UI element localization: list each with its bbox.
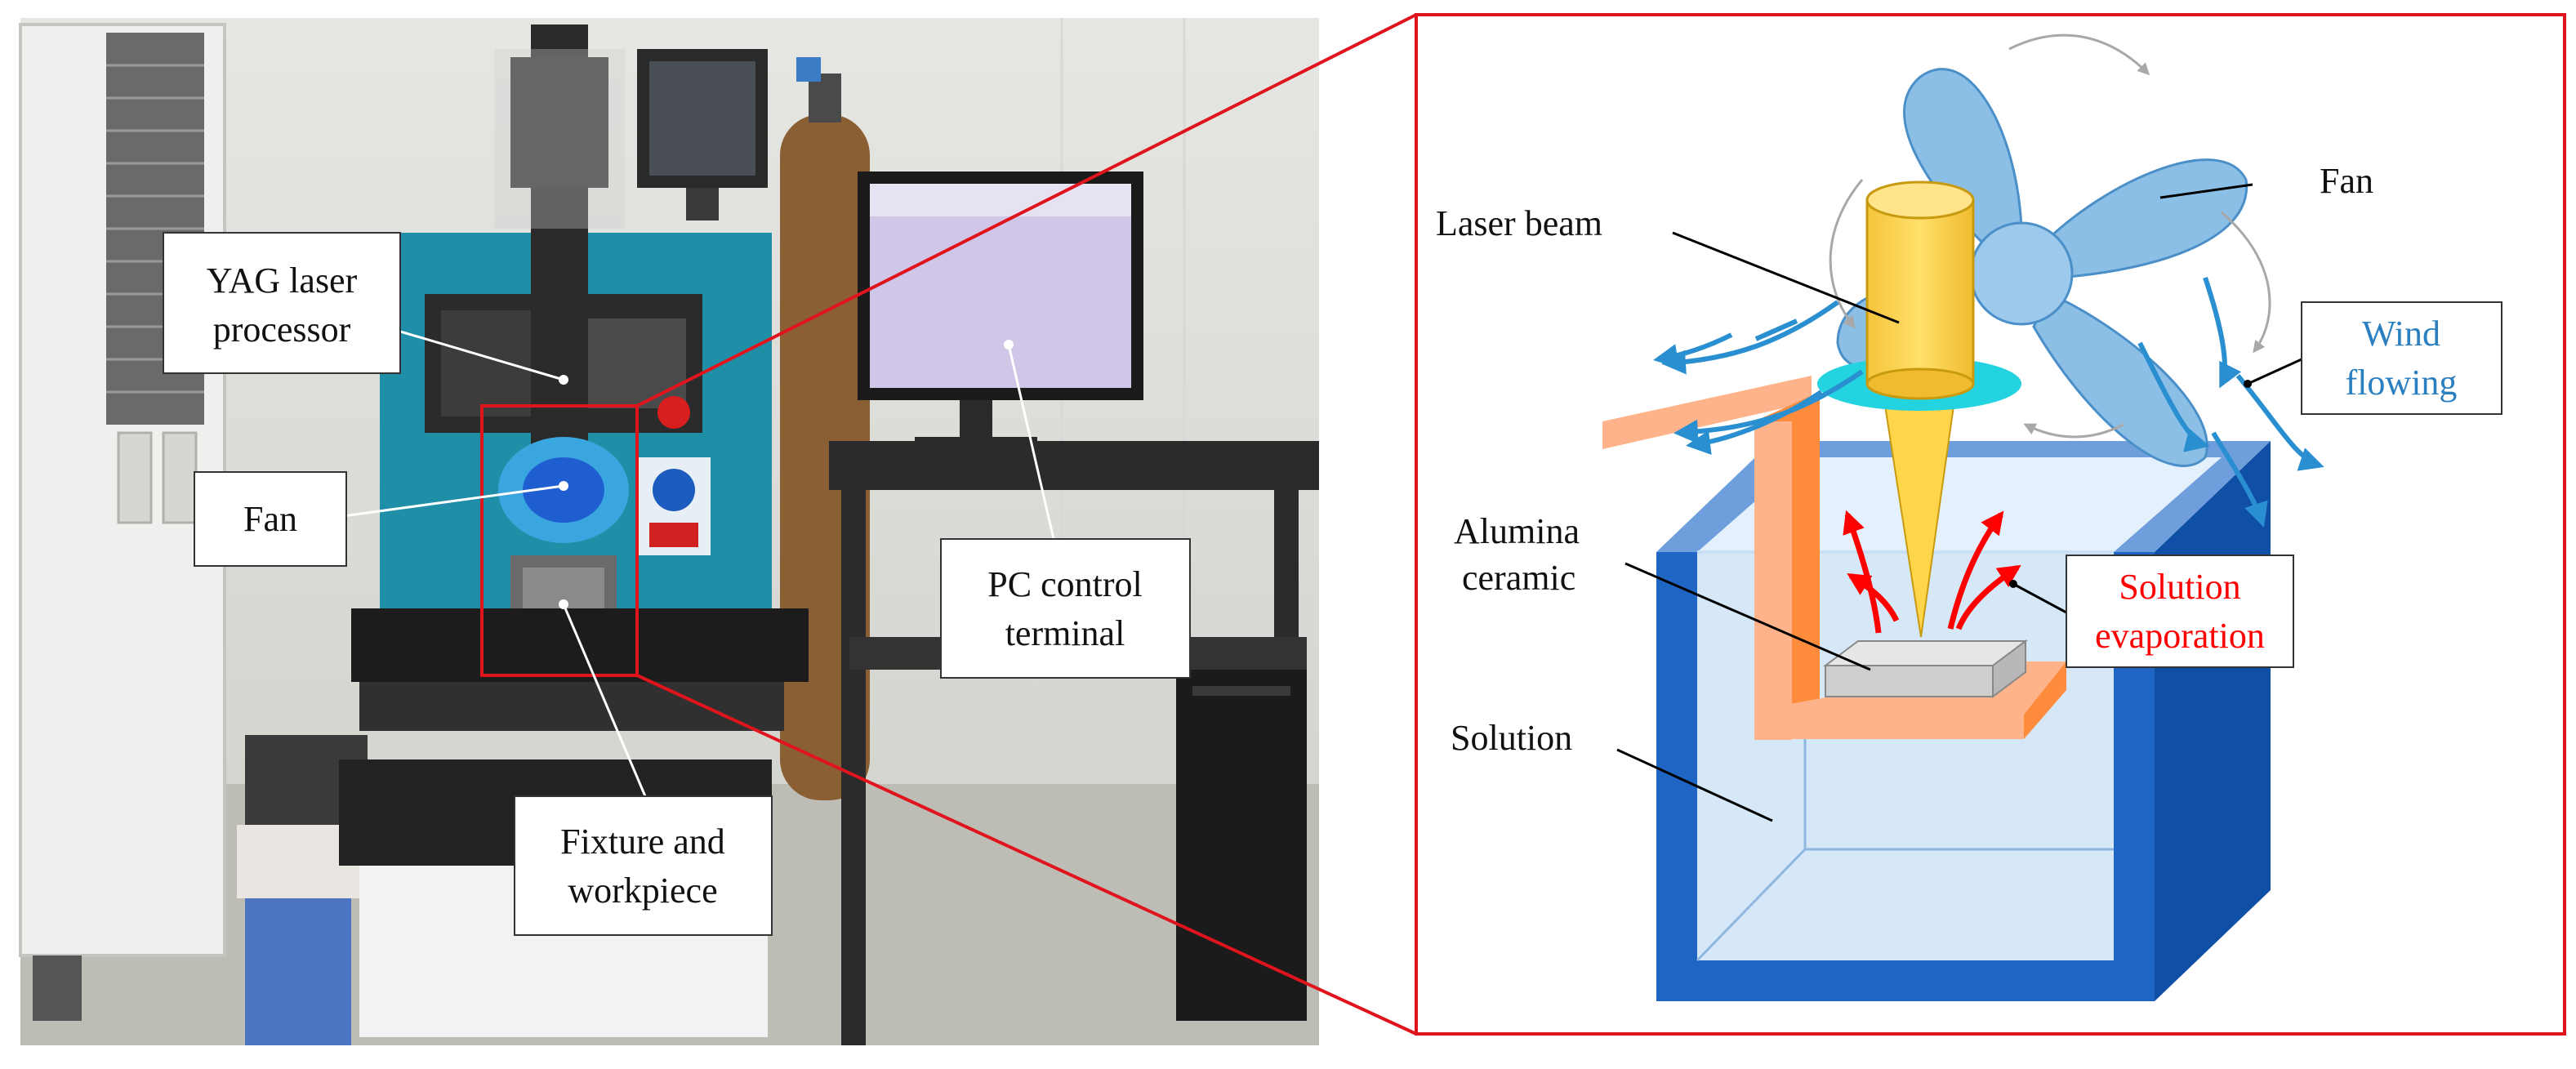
laser-beam: [1817, 180, 2021, 638]
label-solution: Solution: [1451, 718, 1572, 758]
svg-text:Fan: Fan: [243, 499, 297, 539]
lab-photo: YAG laser processor Fan PC control termi…: [19, 18, 1319, 1045]
svg-text:evaporation: evaporation: [2095, 616, 2265, 656]
leader-dot: [2244, 380, 2252, 388]
svg-text:processor: processor: [213, 310, 351, 350]
svg-text:Wind: Wind: [2362, 314, 2440, 354]
leader-dot: [2009, 580, 2017, 588]
svg-text:terminal: terminal: [1005, 613, 1125, 653]
svg-text:YAG laser: YAG laser: [207, 261, 358, 301]
wind-dash: [1754, 318, 1798, 341]
label-evaporation: Solution evaporation: [2066, 555, 2294, 668]
svg-text:workpiece: workpiece: [568, 871, 717, 911]
chiller-cabinet: [19, 23, 226, 1021]
label-wind: Wind flowing: [2301, 301, 2502, 415]
zoom-line-top: [636, 13, 1417, 408]
label-fan-photo: Fan: [194, 471, 347, 567]
label-yag: YAG laser processor: [163, 232, 401, 374]
leader-dot: [559, 481, 568, 491]
zoom-line-bottom: [636, 674, 1417, 1036]
leader-dot: [559, 375, 568, 385]
label-fan-schematic: Fan: [2320, 161, 2373, 201]
svg-text:PC control: PC control: [987, 564, 1142, 604]
schematic-panel: Laser beam Fan Wind flowing Alumina cera…: [1415, 13, 2566, 1036]
svg-text:Fixture and: Fixture and: [560, 822, 725, 862]
label-laser-beam: Laser beam: [1436, 203, 1602, 243]
label-fixture: Fixture and workpiece: [514, 795, 773, 936]
label-pc: PC control terminal: [940, 538, 1191, 679]
alumina-ceramic: [1823, 639, 2028, 698]
svg-text:flowing: flowing: [2346, 363, 2458, 403]
highlight-box: [480, 404, 639, 677]
label-alumina-2: ceramic: [1462, 558, 1575, 598]
leader-dot: [1004, 340, 1014, 350]
svg-text:Solution: Solution: [2119, 567, 2240, 607]
leader-dot: [559, 599, 568, 609]
label-alumina-1: Alumina: [1454, 511, 1580, 551]
